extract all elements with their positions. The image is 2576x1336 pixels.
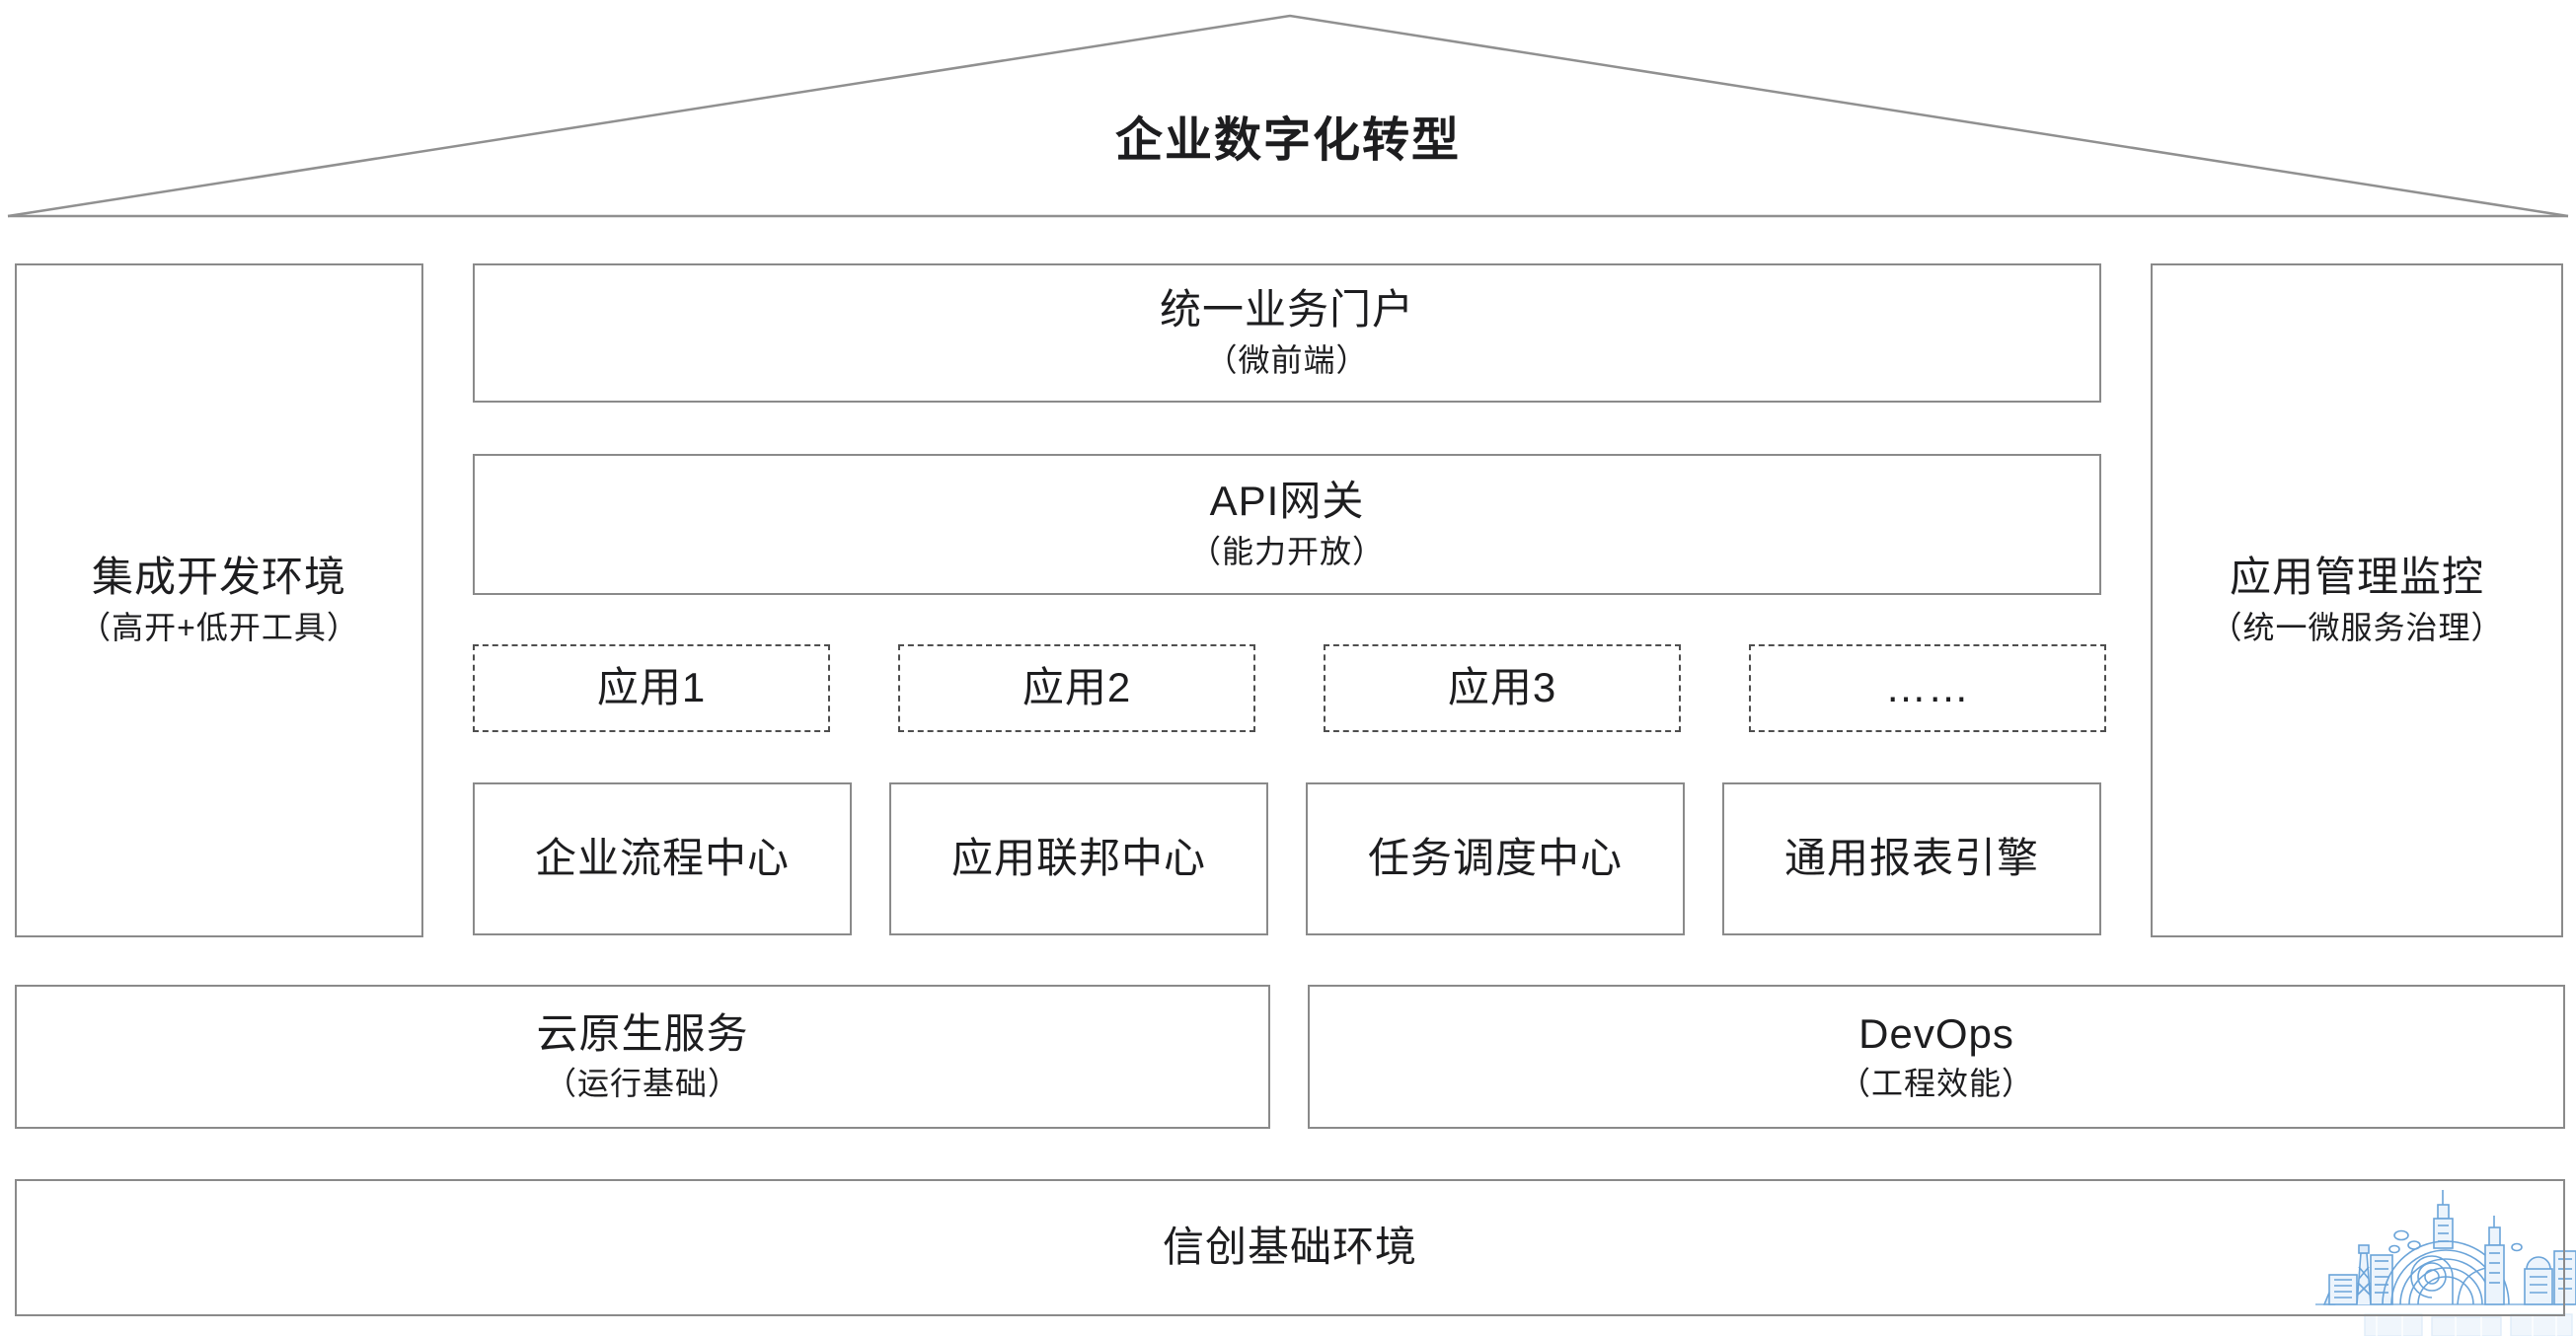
panel-cloud-native-title: 云原生服务	[536, 1009, 749, 1057]
panel-api-gateway-subtitle: （能力开放）	[1188, 533, 1385, 569]
panel-cloud-native-subtitle: （运行基础）	[544, 1066, 740, 1102]
panel-devops: DevOps （工程效能）	[1308, 985, 2565, 1129]
panel-unified-portal: 统一业务门户 （微前端）	[473, 263, 2101, 403]
box-report-engine: 通用报表引擎	[1722, 782, 2101, 935]
panel-api-gateway: API网关 （能力开放）	[473, 454, 2101, 595]
box-process-center-label: 企业流程中心	[534, 835, 790, 882]
box-process-center: 企业流程中心	[473, 782, 852, 935]
box-task-scheduling-center-label: 任务调度中心	[1367, 835, 1623, 882]
box-app-3-label: 应用3	[1447, 664, 1557, 711]
box-app-more-label: ……	[1885, 664, 1970, 711]
diagram-title: 企业数字化转型	[1114, 114, 1461, 167]
roof-outline	[7, 14, 2569, 218]
box-app-3: 应用3	[1324, 644, 1681, 732]
box-app-1: 应用1	[473, 644, 830, 732]
box-federation-center: 应用联邦中心	[889, 782, 1268, 935]
panel-devops-subtitle: （工程效能）	[1838, 1066, 2034, 1102]
panel-integrated-dev-env: 集成开发环境 （高开+低开工具）	[15, 263, 423, 937]
box-task-scheduling-center: 任务调度中心	[1306, 782, 1685, 935]
box-app-more: ……	[1749, 644, 2106, 732]
panel-integrated-dev-env-title: 集成开发环境	[91, 554, 346, 600]
panel-app-monitoring-title: 应用管理监控	[2229, 554, 2484, 600]
panel-app-monitoring-subtitle: （统一微服务治理）	[2210, 609, 2504, 645]
panel-unified-portal-title: 统一业务门户	[1159, 286, 1414, 333]
panel-unified-portal-subtitle: （微前端）	[1205, 341, 1369, 378]
box-federation-center-label: 应用联邦中心	[950, 835, 1206, 882]
panel-xinchuang-base: 信创基础环境	[15, 1179, 2565, 1316]
box-app-1-label: 应用1	[596, 664, 707, 711]
panel-devops-title: DevOps	[1858, 1009, 2014, 1057]
panel-cloud-native: 云原生服务 （运行基础）	[15, 985, 1270, 1129]
city-skyline-watermark	[2315, 1190, 2576, 1336]
panel-integrated-dev-env-subtitle: （高开+低开工具）	[79, 609, 359, 645]
box-app-2-label: 应用2	[1022, 664, 1132, 711]
panel-api-gateway-title: API网关	[1209, 478, 1365, 524]
panel-app-monitoring: 应用管理监控 （统一微服务治理）	[2151, 263, 2563, 937]
panel-xinchuang-base-title: 信创基础环境	[1162, 1224, 1417, 1271]
box-report-engine-label: 通用报表引擎	[1783, 835, 2039, 882]
box-app-2: 应用2	[898, 644, 1255, 732]
